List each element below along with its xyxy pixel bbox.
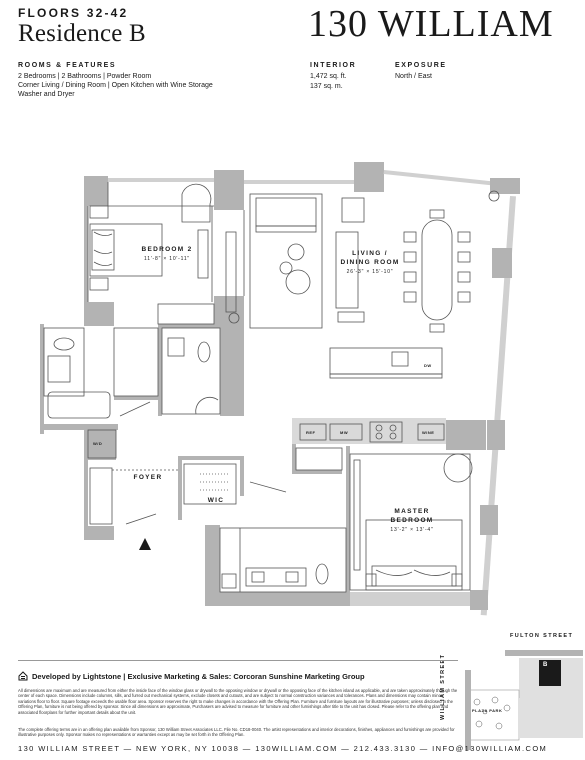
living-label-2: DINING ROOM xyxy=(340,259,400,266)
brand-logo: 130 WILLIAM xyxy=(308,3,554,45)
foyer-label: FOYER xyxy=(133,474,163,481)
master-dims: 13'-2" × 13'-4" xyxy=(390,527,434,533)
interior-sqm: 137 sq. m. xyxy=(310,83,343,90)
plan-lines xyxy=(43,182,500,593)
ref-label: REF xyxy=(306,430,316,435)
interior-title: INTERIOR xyxy=(310,62,357,69)
residence-title: Residence B xyxy=(18,20,146,47)
wd-label: W/D xyxy=(93,441,103,446)
equal-housing-icon xyxy=(18,671,28,681)
features-line-3: Washer and Dryer xyxy=(18,91,75,98)
keymap-fulton-street: FULTON STREET xyxy=(510,633,574,639)
footer-divider xyxy=(18,660,458,661)
features-line-1: 2 Bedrooms | 2 Bathrooms | Powder Room xyxy=(18,73,152,80)
disclaimer-1: All dimensions are maximum and are measu… xyxy=(18,688,458,715)
wine-label: WINE xyxy=(422,430,435,435)
exposure-title: EXPOSURE xyxy=(395,62,447,69)
bedroom2-dims: 11'-8" × 10'-11" xyxy=(143,256,190,262)
disclaimer-2: The complete offering terms are in an of… xyxy=(18,727,455,738)
keymap-unit-b: B xyxy=(543,662,548,668)
living-dims: 26'-3" × 15'-10" xyxy=(346,269,394,275)
features-line-2: Corner Living / Dining Room | Open Kitch… xyxy=(18,82,213,89)
plan-walls xyxy=(40,162,520,616)
master-label-2: BEDROOM xyxy=(390,517,434,524)
living-label-1: LIVING / xyxy=(352,250,388,257)
rooms-features-title: ROOMS & FEATURES xyxy=(18,62,117,69)
floors-label: FLOORS 32-42 xyxy=(18,6,129,20)
footer-address: 130 WILLIAM STREET — NEW YORK, NY 10038 … xyxy=(18,744,548,753)
dw-label: DW xyxy=(424,363,432,368)
wic-label: WIC xyxy=(207,497,225,504)
key-plan-map xyxy=(465,650,583,750)
exposure-value: North / East xyxy=(395,73,432,80)
master-label-1: MASTER xyxy=(394,508,430,515)
developer-credit: Developed by Lightstone | Exclusive Mark… xyxy=(32,672,365,681)
keymap-plaza-park: PLAZA PARK xyxy=(472,708,503,713)
interior-sqft: 1,472 sq. ft. xyxy=(310,73,347,80)
entry-arrow-icon xyxy=(139,538,151,550)
mw-label: MW xyxy=(340,430,349,435)
bedroom2-label: BEDROOM 2 xyxy=(141,246,193,253)
